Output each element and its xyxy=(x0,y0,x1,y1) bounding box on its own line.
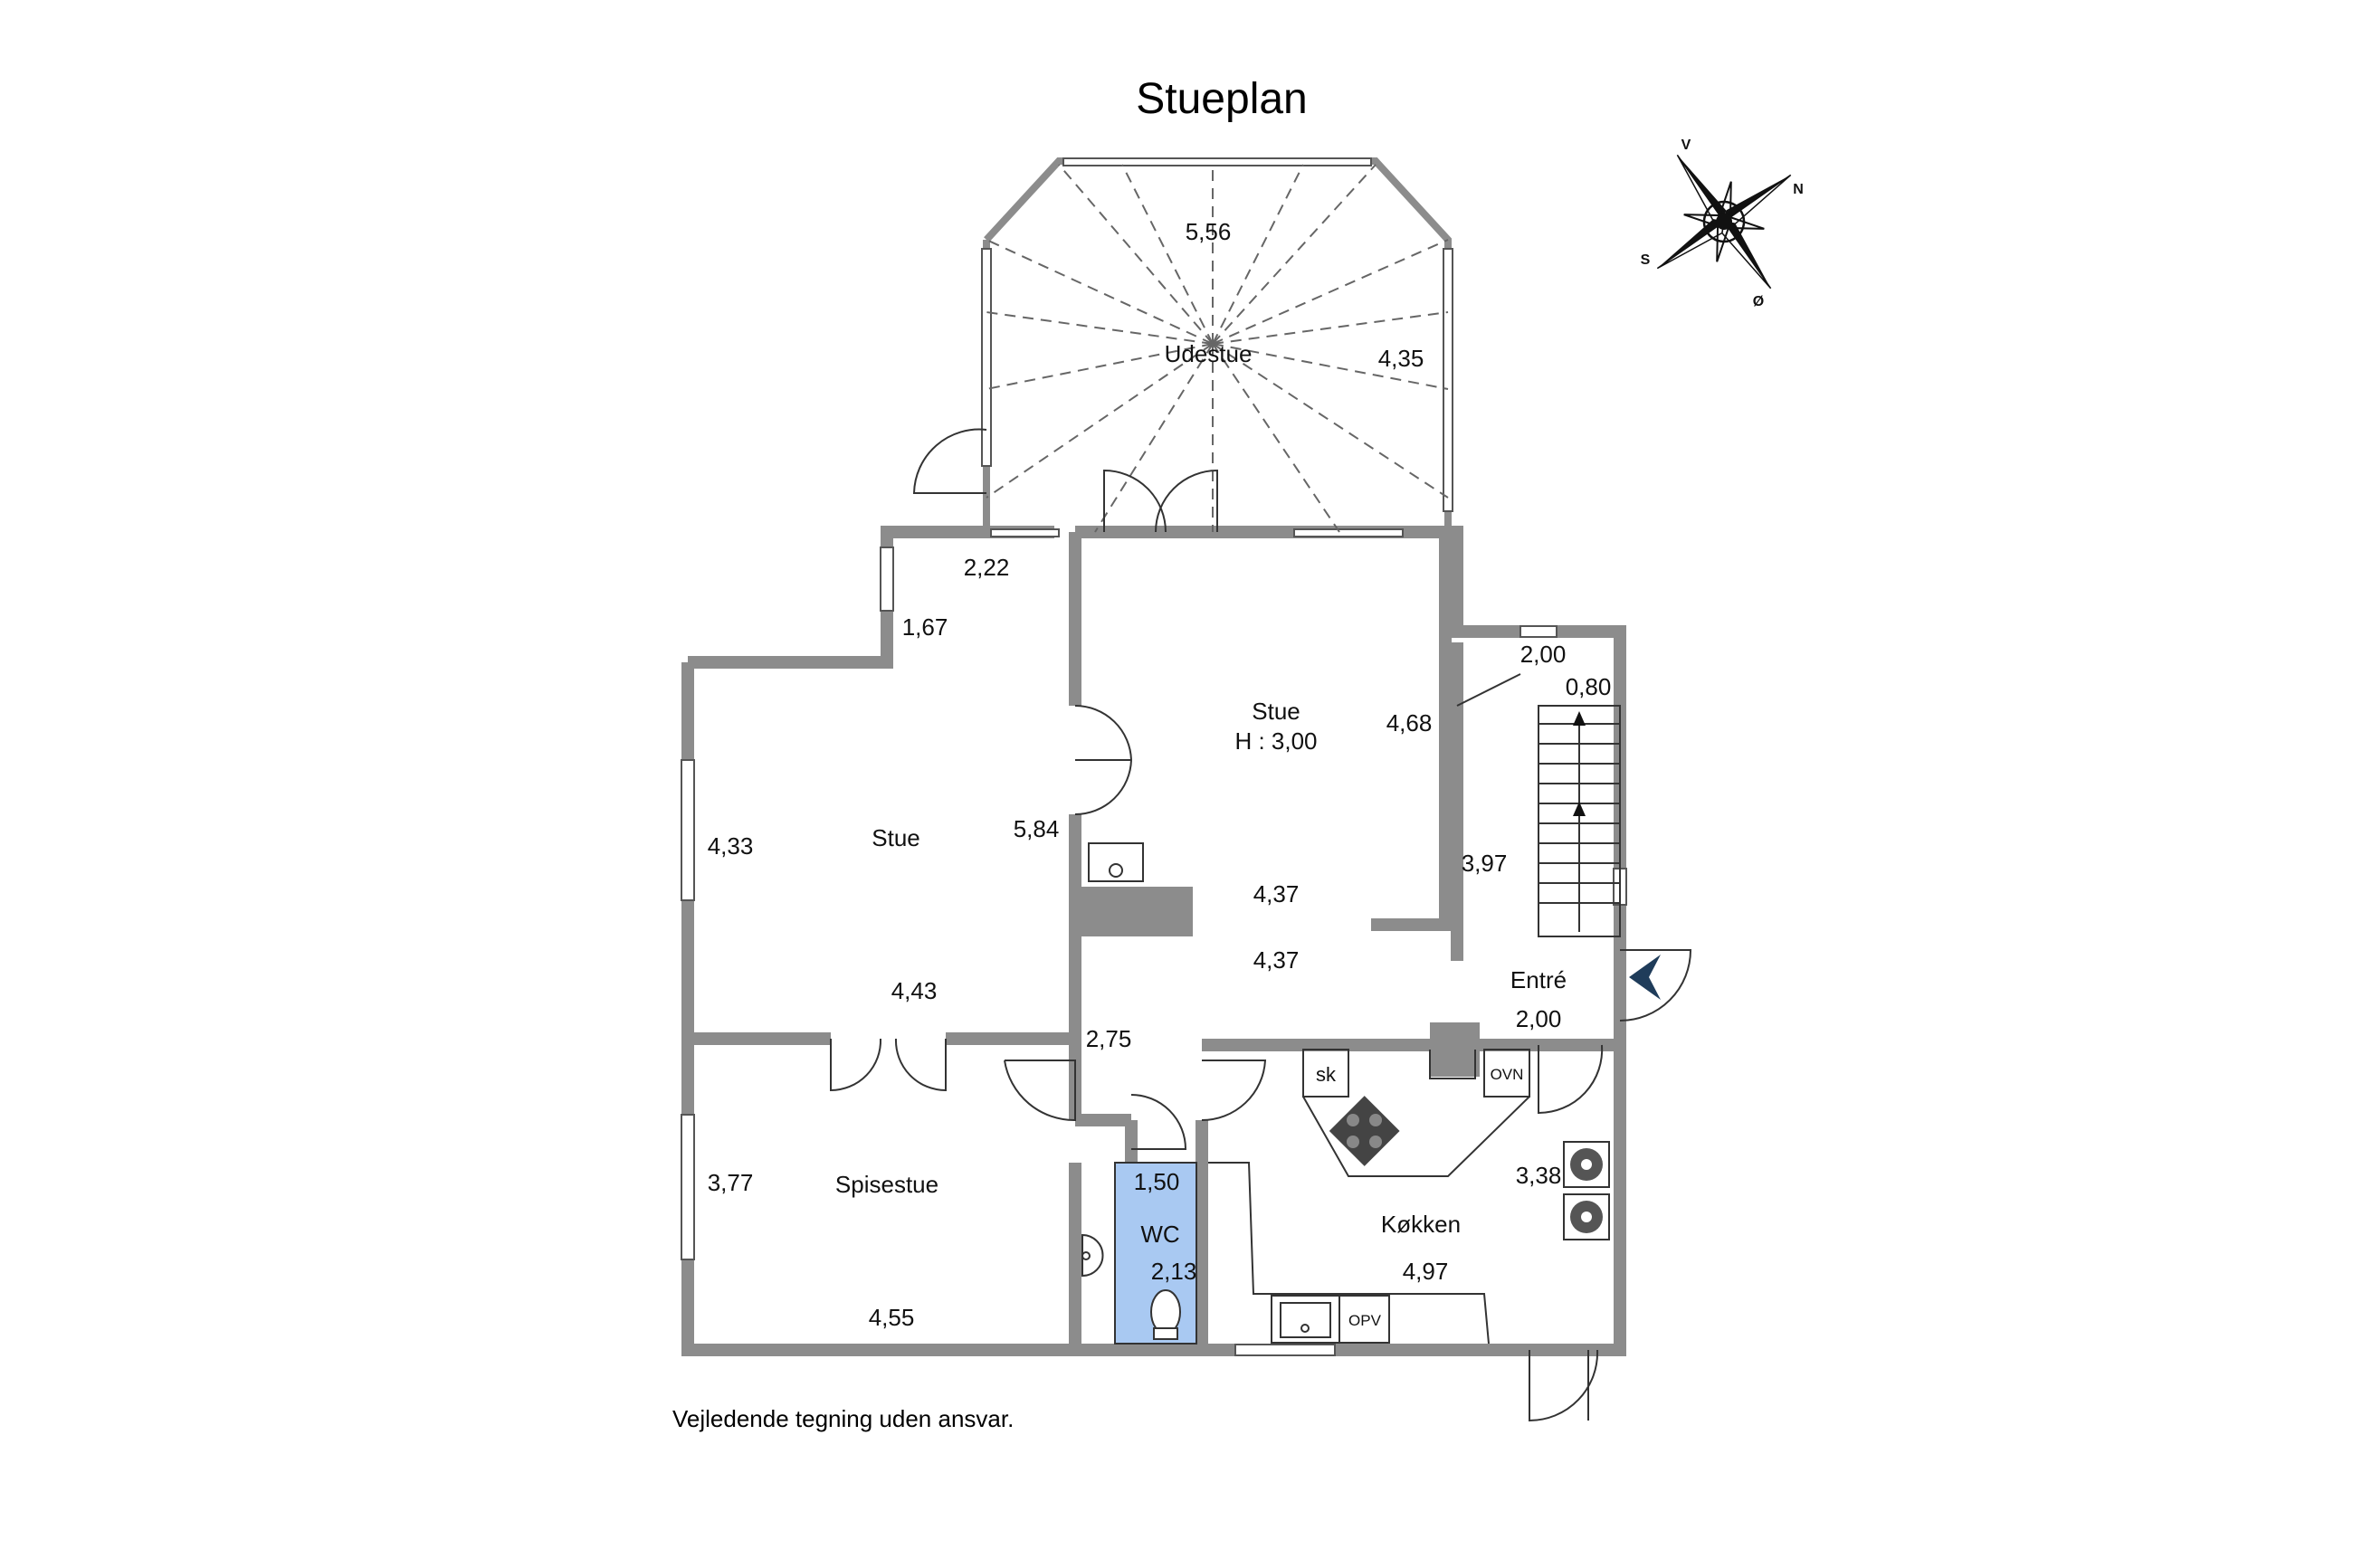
label-udestue: Udestue xyxy=(1165,340,1253,367)
washer-icon xyxy=(1570,1148,1603,1233)
windows xyxy=(681,546,1627,1356)
kitchen-fixtures xyxy=(1208,1049,1610,1345)
plan-title: Stueplan xyxy=(1136,75,1308,123)
label-4-43: 4,43 xyxy=(891,977,938,1004)
entry-arrow-icon xyxy=(1629,955,1661,1000)
doors xyxy=(830,428,1692,1422)
label-entre: Entré xyxy=(1510,966,1567,993)
label-sk: sk xyxy=(1316,1063,1337,1086)
label-opv: OPV xyxy=(1348,1312,1382,1329)
label-3-77: 3,77 xyxy=(708,1169,754,1196)
room-labels: 5,56 Udestue 4,35 2,22 1,67 4,33 Stue 5,… xyxy=(708,218,1612,1331)
label-4-68: 4,68 xyxy=(1386,709,1433,736)
label-1-50: 1,50 xyxy=(1134,1168,1180,1195)
staircase xyxy=(1538,705,1621,937)
udestue-roof-lines xyxy=(986,164,1449,533)
compass-south-label: S xyxy=(1641,252,1651,268)
label-spisestue: Spisestue xyxy=(835,1171,938,1198)
label-1-67: 1,67 xyxy=(902,613,948,641)
label-5-56: 5,56 xyxy=(1186,218,1232,245)
udestue-glazing xyxy=(981,157,1453,537)
label-2-75: 2,75 xyxy=(1086,1025,1132,1052)
stair-arrows xyxy=(1573,711,1586,816)
compass-east-label: Ø xyxy=(1753,294,1764,309)
disclaimer: Vejledende tegning uden ansvar. xyxy=(672,1405,1014,1432)
label-0-80: 0,80 xyxy=(1566,673,1612,700)
label-4-55: 4,55 xyxy=(869,1304,915,1331)
label-4-35: 4,35 xyxy=(1378,345,1424,372)
walls xyxy=(681,526,1626,1356)
compass-north-label: N xyxy=(1793,182,1804,197)
label-4-97: 4,97 xyxy=(1403,1258,1449,1285)
label-kokken: Køkken xyxy=(1381,1211,1461,1238)
label-5-84: 5,84 xyxy=(1014,815,1060,842)
label-2-13: 2,13 xyxy=(1151,1258,1197,1285)
label-4-37-upper: 4,37 xyxy=(1253,880,1300,908)
compass-rose-icon xyxy=(1656,154,1792,290)
label-3-38: 3,38 xyxy=(1516,1162,1562,1189)
label-2-00-bottom: 2,00 xyxy=(1516,1005,1562,1032)
label-4-33: 4,33 xyxy=(708,832,754,860)
kitchen-sink-icon xyxy=(1280,1302,1331,1338)
label-ovn: OVN xyxy=(1491,1066,1524,1083)
label-4-37-lower: 4,37 xyxy=(1253,946,1300,974)
label-stue-height: H : 3,00 xyxy=(1234,727,1317,755)
label-2-22: 2,22 xyxy=(964,554,1010,581)
wall-blocks xyxy=(1075,887,1480,1077)
label-stue-main: Stue xyxy=(1252,698,1300,725)
label-2-00-top: 2,00 xyxy=(1520,641,1567,668)
compass-west-label: V xyxy=(1681,138,1691,153)
label-3-97: 3,97 xyxy=(1462,850,1508,877)
label-stue-left: Stue xyxy=(872,824,920,851)
label-wc: WC xyxy=(1140,1221,1179,1248)
wc-fixtures xyxy=(1081,842,1181,1340)
hob-icon xyxy=(1329,1096,1400,1166)
